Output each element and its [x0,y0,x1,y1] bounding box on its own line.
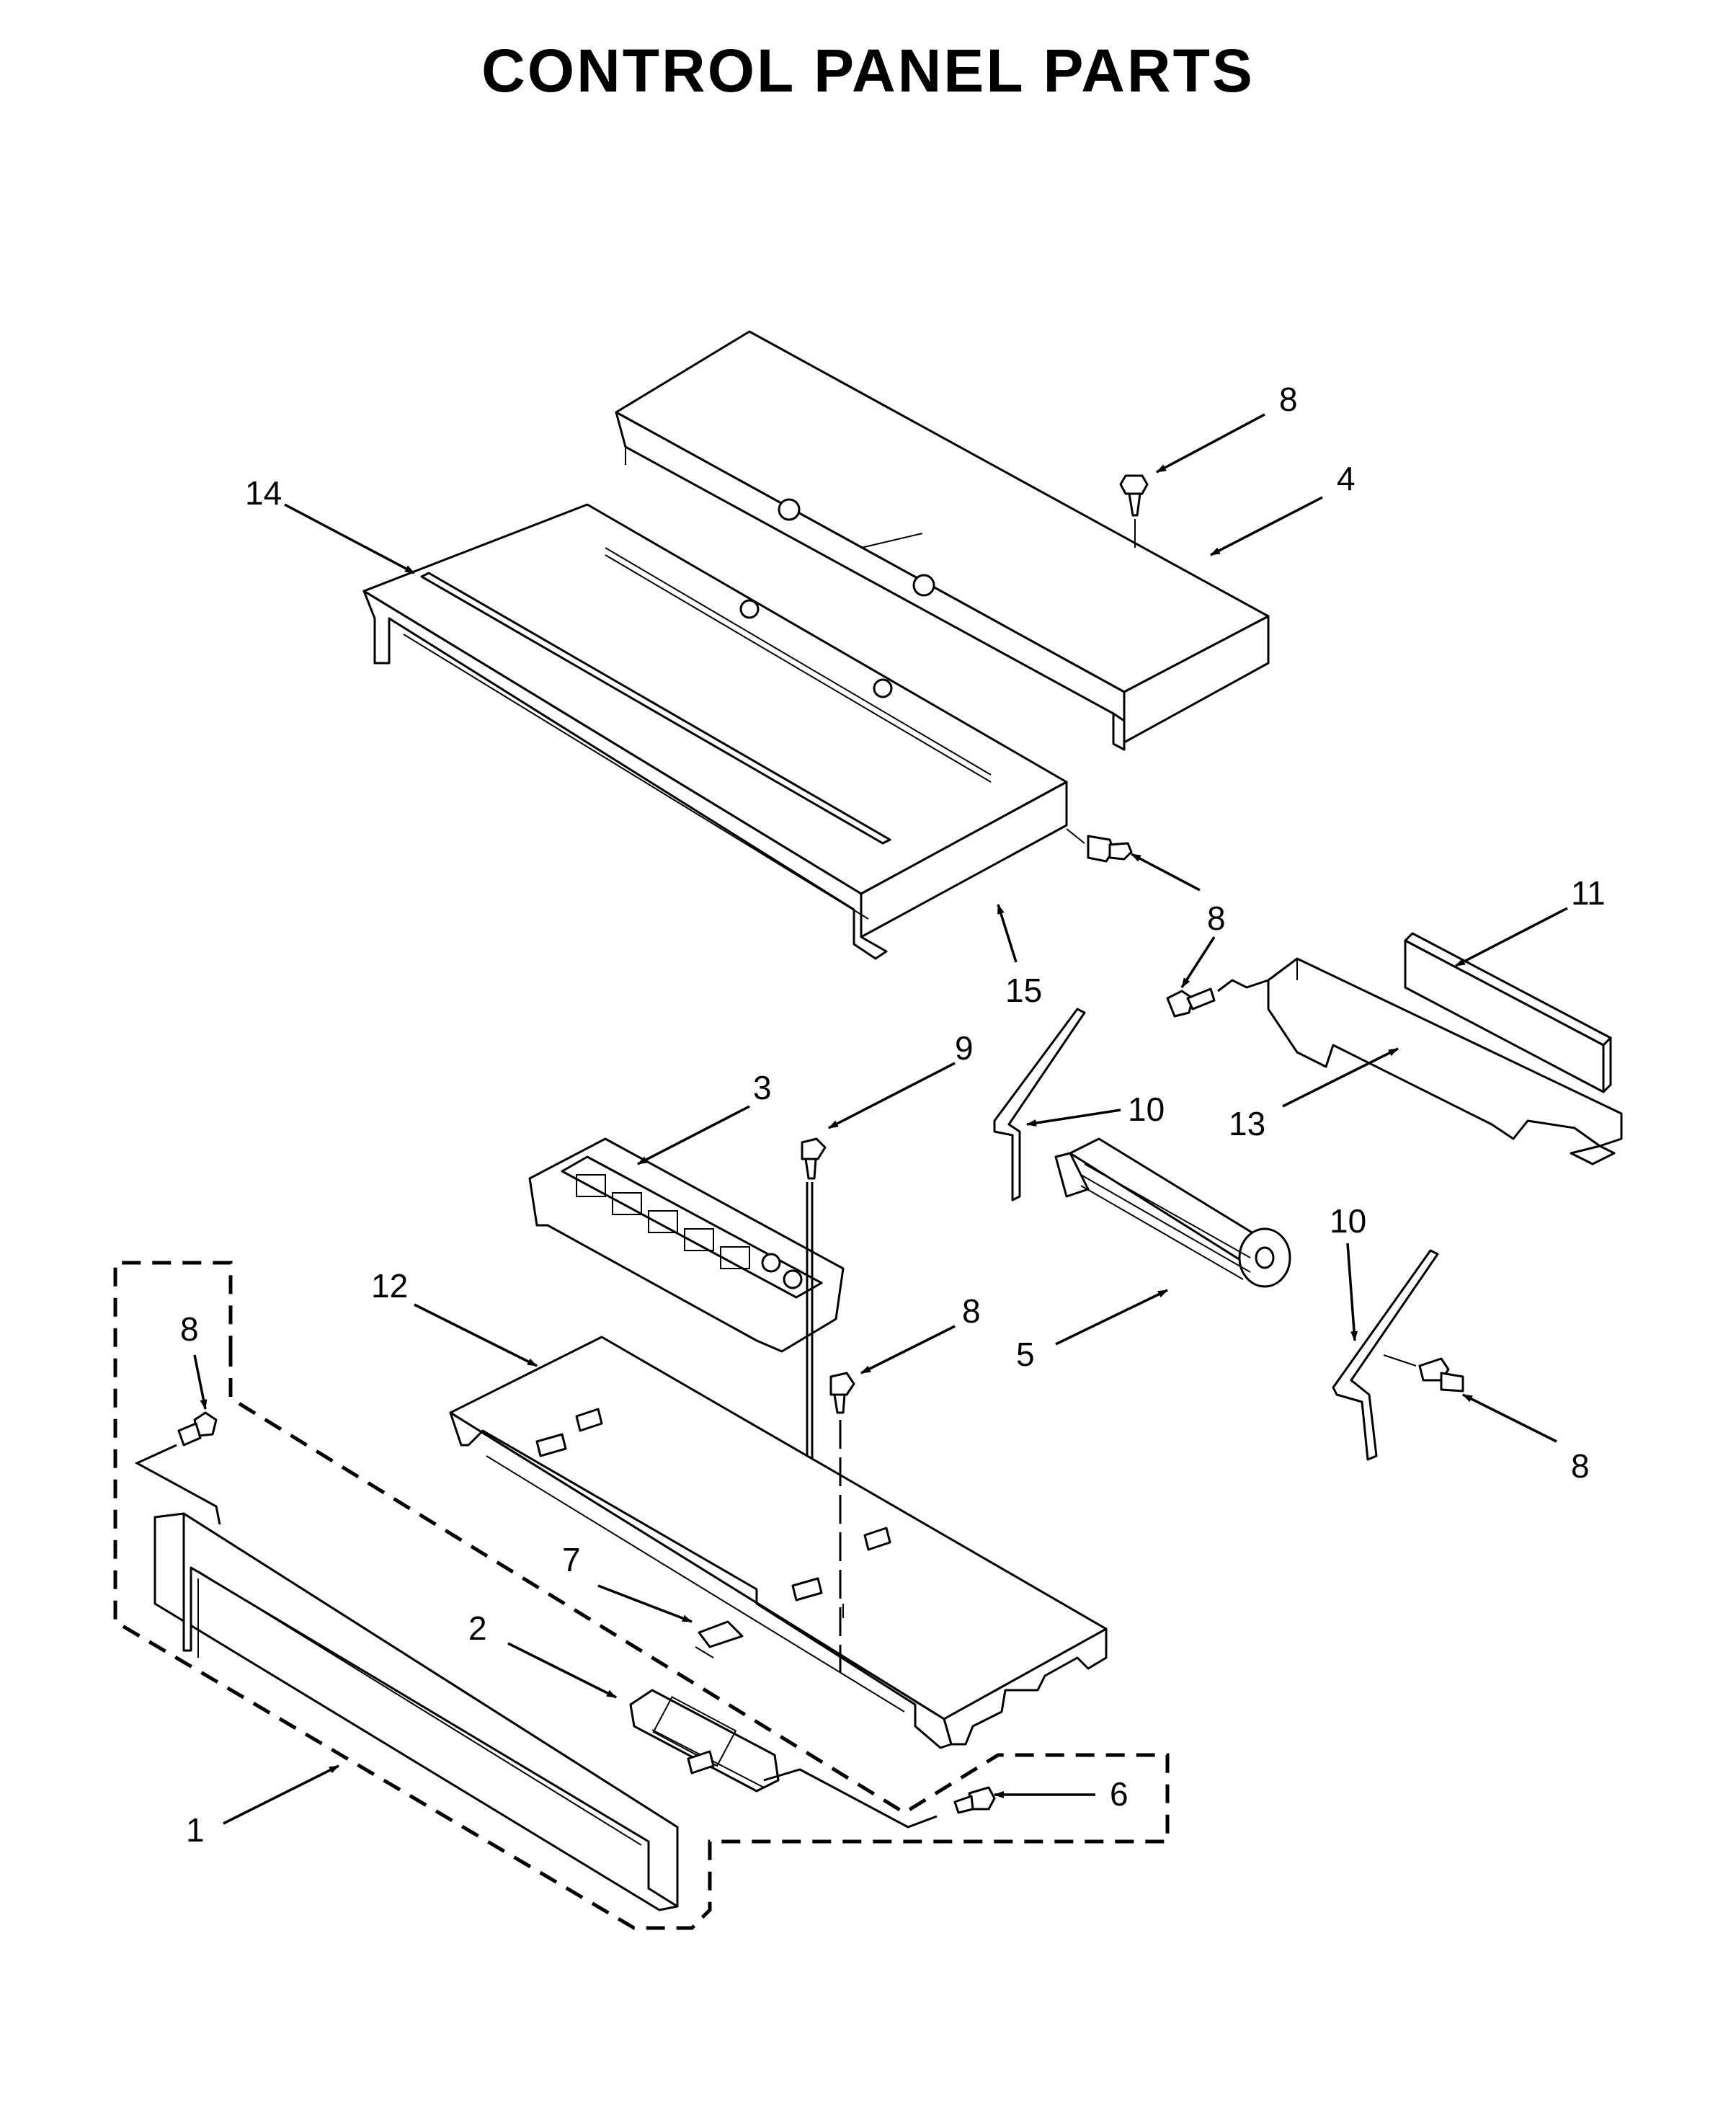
part-8-screw-mid [1066,828,1133,863]
callout-8-top: 8 [1279,381,1298,418]
part-5-blower-fan [1054,1137,1291,1288]
callout-12: 12 [371,1267,408,1305]
part-8-screw-center [829,1372,855,1672]
part-10-bracket-left [993,1008,1086,1201]
leader-lines [193,413,1568,1825]
callout-10-left: 10 [1128,1091,1165,1128]
callout-4: 4 [1337,460,1356,497]
page-title: CONTROL PANEL PARTS [481,37,1255,105]
part-12-base-panel [449,1336,1108,1749]
part-3-relay-board [528,1137,845,1353]
callout-1: 1 [186,1811,205,1849]
part-8-screw-bracket [1166,979,1269,1018]
callout-11: 11 [1571,874,1606,912]
callout-14: 14 [245,474,282,512]
part-8-screw-right [1383,1354,1464,1392]
callout-6: 6 [1110,1775,1129,1813]
part-6-screw [953,1786,996,1814]
part-14-trim-strip [420,572,891,845]
assembly-dashed-outline [113,1261,1170,1930]
part-1-control-trim [153,1512,679,1911]
part-2-control-board [629,1689,780,1793]
callout-9: 9 [955,1029,974,1067]
callout-8-right: 8 [1571,1447,1590,1485]
part-15-control-housing [362,503,1068,960]
callout-8-center: 8 [962,1292,981,1330]
part-7-clip [695,1620,744,1658]
callout-7: 7 [562,1541,581,1578]
callout-13: 13 [1229,1105,1265,1142]
part-8-screw-top [1119,474,1149,548]
part-8-screw-left [134,1411,221,1525]
callout-5: 5 [1016,1336,1035,1373]
callout-15: 15 [1005,972,1042,1009]
callout-8-mid: 8 [1207,900,1226,937]
callout-8-left: 8 [180,1310,199,1348]
callout-labels: 8 4 14 8 15 11 13 3 9 10 5 8 10 8 12 8 7… [180,381,1606,1849]
callout-2: 2 [468,1609,487,1647]
callout-10-right: 10 [1330,1202,1366,1240]
callout-3: 3 [753,1069,772,1106]
part-10-bracket-right [1332,1249,1439,1461]
part-4-upper-panel-cover [615,330,1270,751]
part-13-bracket [1267,957,1623,1165]
wire-harness [763,1768,938,1829]
